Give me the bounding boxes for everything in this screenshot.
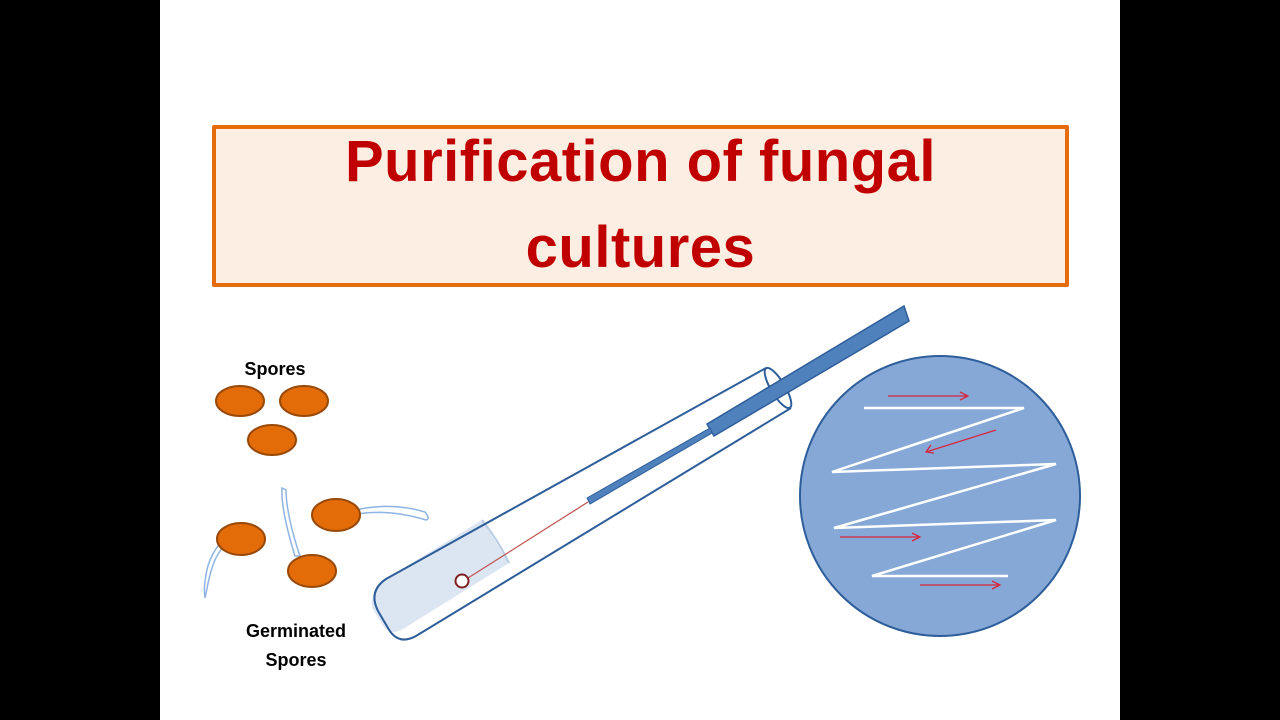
slide: Purification of fungal cultures Spores G… xyxy=(160,0,1120,720)
streak-line xyxy=(831,406,1057,578)
needle-loop xyxy=(454,573,470,589)
streak-arrow-icon xyxy=(888,391,970,401)
germinated-spore-icon xyxy=(311,498,361,532)
needle-shaft xyxy=(586,427,713,505)
petri-plate xyxy=(799,355,1081,637)
spore-icon xyxy=(247,424,297,456)
streak-arrow-icon xyxy=(924,429,997,454)
streak-arrow-icon xyxy=(840,532,922,542)
spores-label: Spores xyxy=(244,359,306,379)
tube-outline xyxy=(373,367,792,641)
title-box: Purification of fungal cultures xyxy=(212,125,1069,287)
diagram-art xyxy=(203,304,1081,641)
germinated-spore-icon xyxy=(216,522,266,556)
hypha xyxy=(281,486,302,557)
germinated-spore-icon xyxy=(287,554,337,588)
streak-arrow-icon xyxy=(920,580,1002,590)
needle-wire xyxy=(467,501,589,579)
germinated-spores-label: Germinated Spores xyxy=(245,621,347,670)
spore-icon xyxy=(279,385,329,417)
spore-icon xyxy=(215,385,265,417)
hypha xyxy=(354,505,429,521)
petri-plate-icon xyxy=(799,355,1081,637)
test-tube-icon xyxy=(371,366,793,641)
tube-medium xyxy=(371,520,509,633)
inoculation-needle-icon xyxy=(454,304,910,589)
spores-group xyxy=(215,385,329,456)
page-title: Purification of fungal cultures xyxy=(345,129,936,280)
germinated-spores-group xyxy=(203,486,429,599)
